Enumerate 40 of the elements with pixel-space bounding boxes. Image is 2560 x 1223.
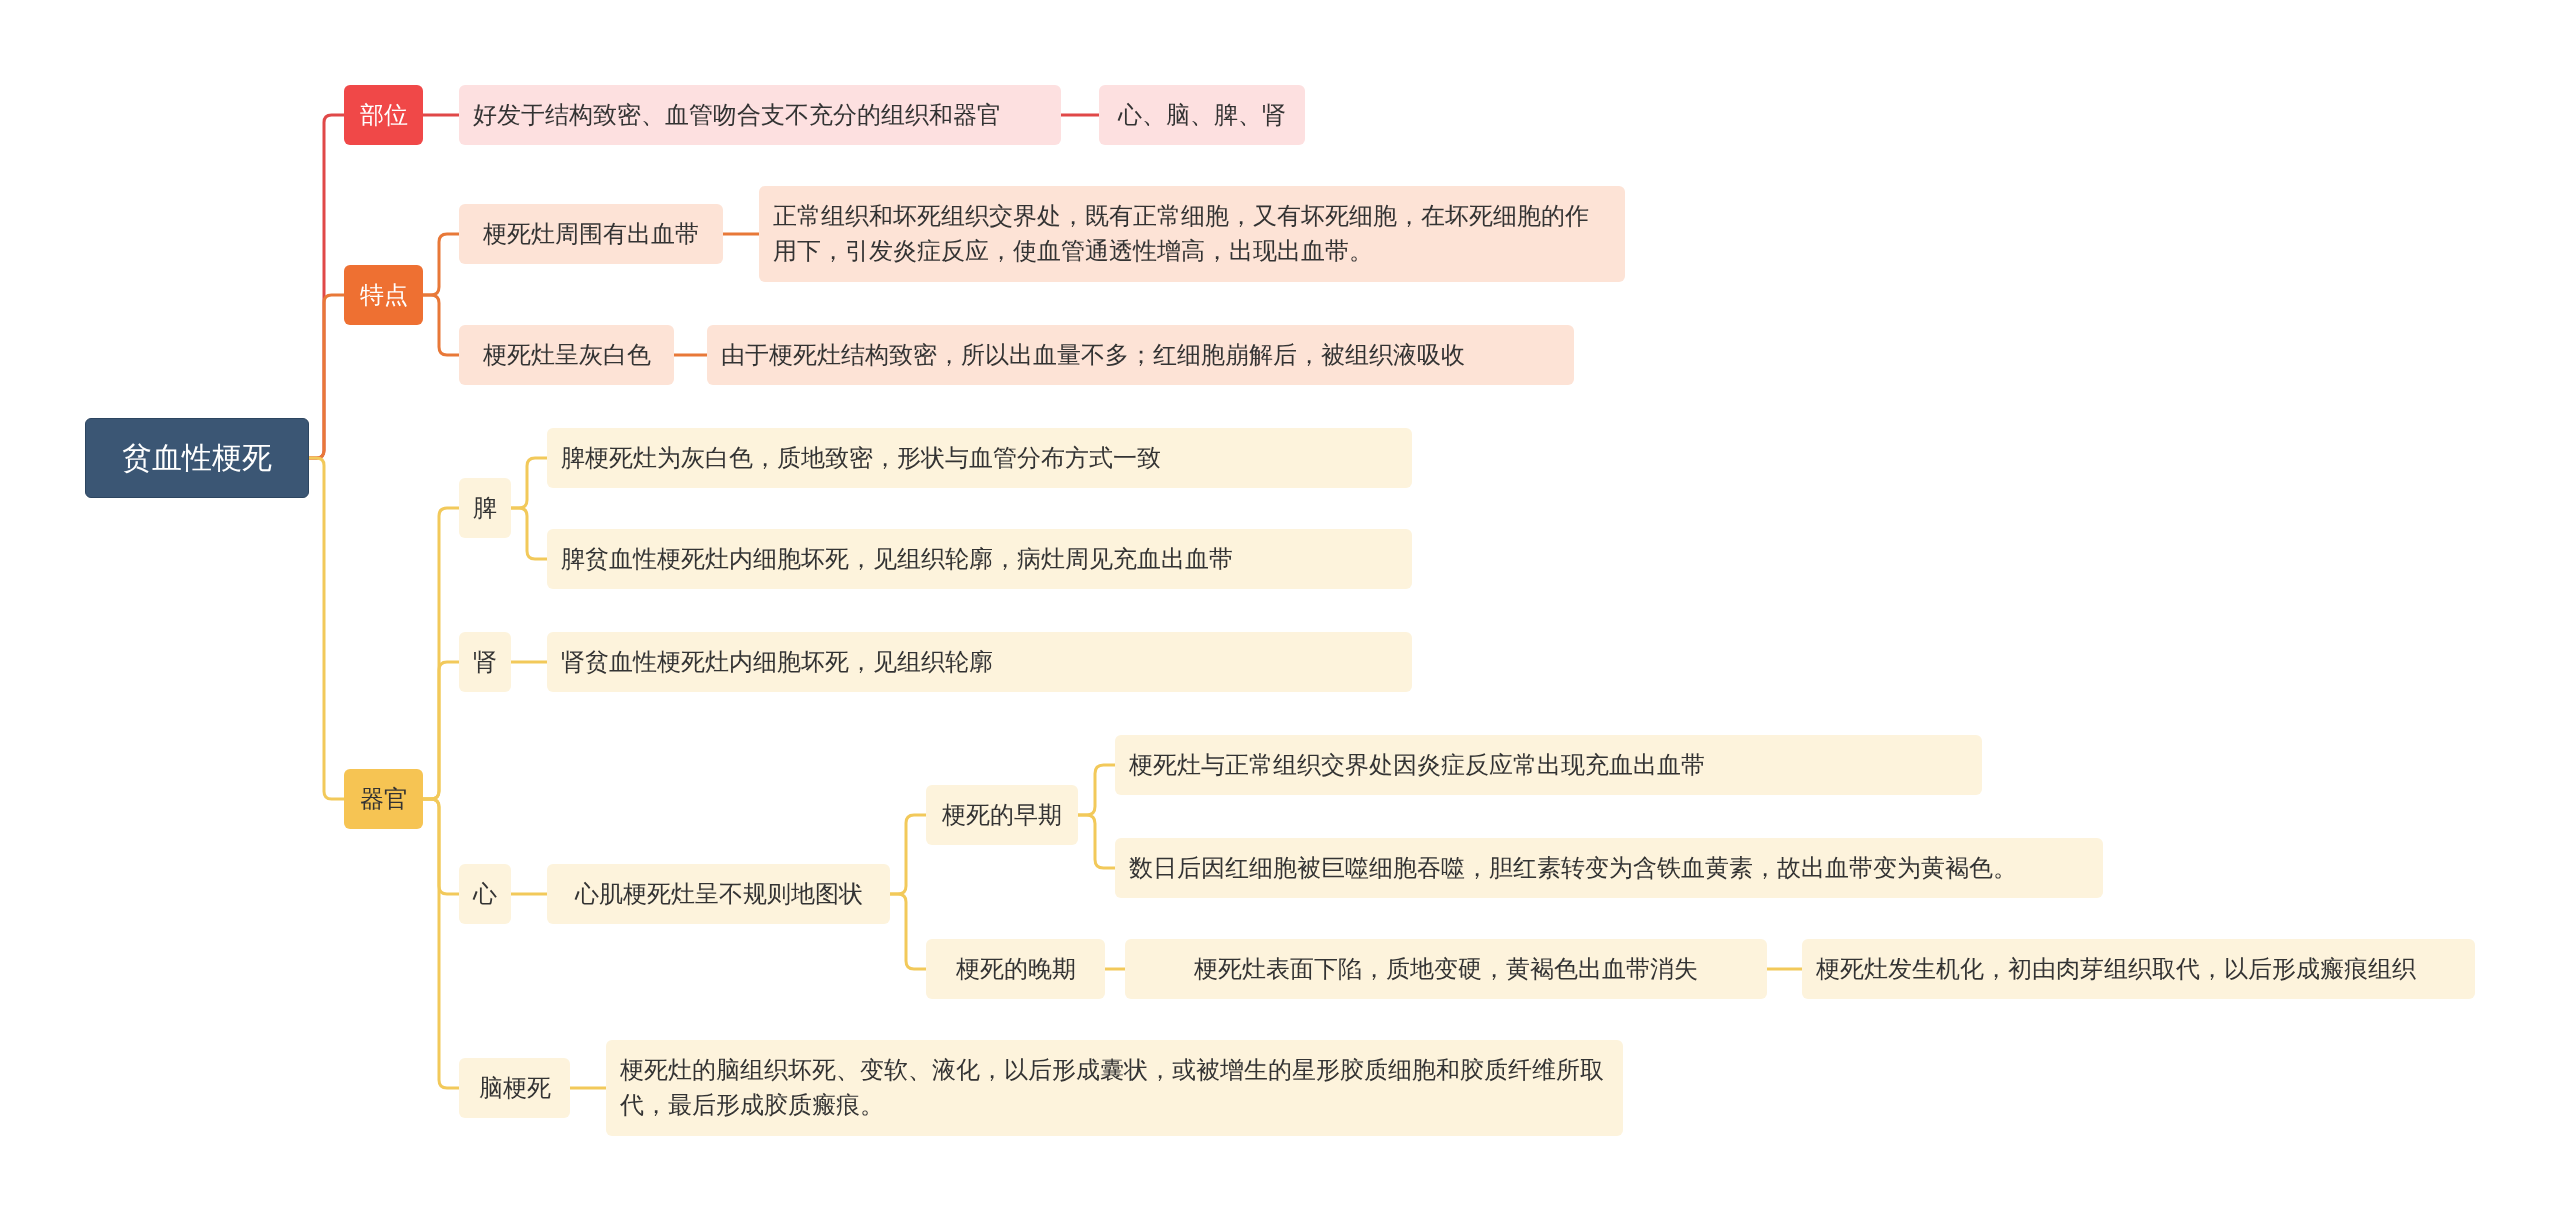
connector-line [674, 353, 707, 357]
connector-line [511, 660, 547, 664]
subtopic-box: 肾贫血性梗死灶内细胞坏死，见组织轮廓 [547, 632, 1412, 692]
subtopic-box: 脑梗死 [459, 1058, 570, 1118]
connector-line [890, 892, 926, 971]
subtopic-box: 正常组织和坏死组织交界处，既有正常细胞，又有坏死细胞，在坏死细胞的作用下，引发炎症反应，使血管通透性增高，出现出血带。 [759, 186, 1625, 282]
subtopic-box: 梗死灶周围有出血带 [459, 204, 723, 264]
subtopic-box: 好发于结构致密、血管吻合支不充分的组织和器官 [459, 85, 1061, 145]
subtopic-box: 心 [459, 864, 511, 924]
connector-line [1078, 813, 1115, 870]
subtopic-box: 肾 [459, 632, 511, 692]
subtopic-box: 脾梗死灶为灰白色，质地致密，形状与血管分布方式一致 [547, 428, 1412, 488]
connector-line [423, 113, 459, 117]
subtopic-box: 梗死灶呈灰白色 [459, 325, 674, 385]
subtopic-box: 心肌梗死灶呈不规则地图状 [547, 864, 890, 924]
subtopic-box: 梗死的晚期 [926, 939, 1105, 999]
subtopic-box: 梗死灶的脑组织坏死、变软、液化，以后形成囊状，或被增生的星形胶质细胞和胶质纤维所取代，最后形成胶质瘢痕。 [606, 1040, 1623, 1136]
connector-line [511, 892, 547, 896]
subtopic-box: 梗死灶与正常组织交界处因炎症反应常出现充血出血带 [1115, 735, 1982, 795]
subtopic-box: 脾贫血性梗死灶内细胞坏死，见组织轮廓，病灶周见充血出血带 [547, 529, 1412, 589]
subtopic-box: 梗死灶发生机化，初由肉芽组织取代，以后形成瘢痕组织 [1802, 939, 2475, 999]
subtopic-box: 数日后因红细胞被巨噬细胞吞噬，胆红素转变为含铁血黄素，故出血带变为黄褐色。 [1115, 838, 2103, 898]
subtopic-box: 梗死的早期 [926, 785, 1078, 845]
subtopic-box: 心、脑、脾、肾 [1099, 85, 1305, 145]
branch-topic-box: 特点 [344, 265, 423, 325]
subtopic-box: 由于梗死灶结构致密，所以出血量不多；红细胞崩解后，被组织液吸收 [707, 325, 1574, 385]
subtopic-box: 梗死灶表面下陷，质地变硬，黄褐色出血带消失 [1125, 939, 1767, 999]
connector-line [423, 293, 459, 357]
connector-line [1767, 967, 1802, 971]
branch-topic-box: 器官 [344, 769, 423, 829]
connector-line [723, 232, 759, 236]
connector-line [1105, 967, 1125, 971]
connector-line [423, 797, 459, 1090]
connector-line [511, 506, 547, 561]
connector-line [309, 456, 344, 801]
subtopic-box: 脾 [459, 478, 511, 538]
branch-topic-box: 部位 [344, 85, 423, 145]
connector-line [570, 1086, 606, 1090]
root-topic-box: 贫血性梗死 [85, 418, 309, 498]
connector-line [1061, 113, 1099, 117]
